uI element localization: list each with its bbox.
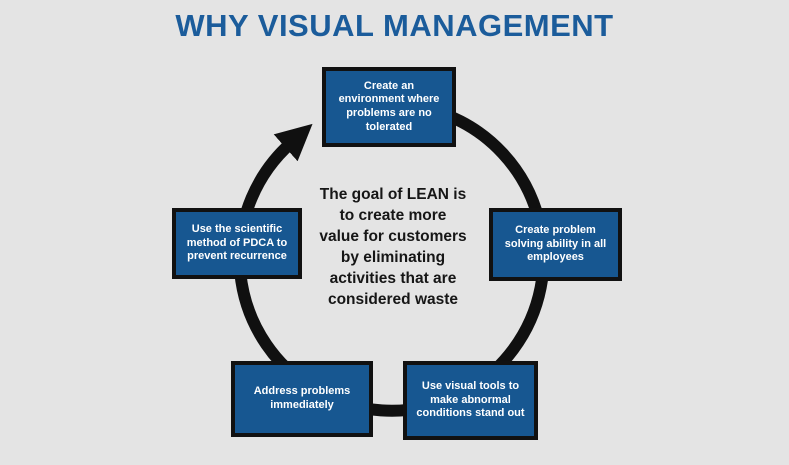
cycle-step-bottom-right: Use visual tools to make abnormal condit…	[403, 361, 538, 440]
cycle-step-bottom-left: Address problems immediately	[231, 361, 373, 437]
cycle-step-label: Use the scientific method of PDCA to pre…	[186, 222, 288, 263]
page-title: WHY VISUAL MANAGEMENT	[175, 8, 614, 43]
cycle-step-top: Create an environment where problems are…	[322, 67, 456, 147]
cycle-step-left: Use the scientific method of PDCA to pre…	[172, 208, 302, 279]
cycle-step-label: Address problems immediately	[253, 385, 351, 411]
cycle-step-label: Use visual tools to make abnormal condit…	[416, 379, 525, 420]
cycle-step-right: Create problem solving ability in all em…	[489, 208, 622, 281]
center-goal-text: The goal of LEAN is to create more value…	[319, 186, 467, 309]
cycle-step-label: Create an environment where problems are…	[338, 79, 440, 133]
cycle-step-label: Create problem solving ability in all em…	[504, 223, 607, 264]
